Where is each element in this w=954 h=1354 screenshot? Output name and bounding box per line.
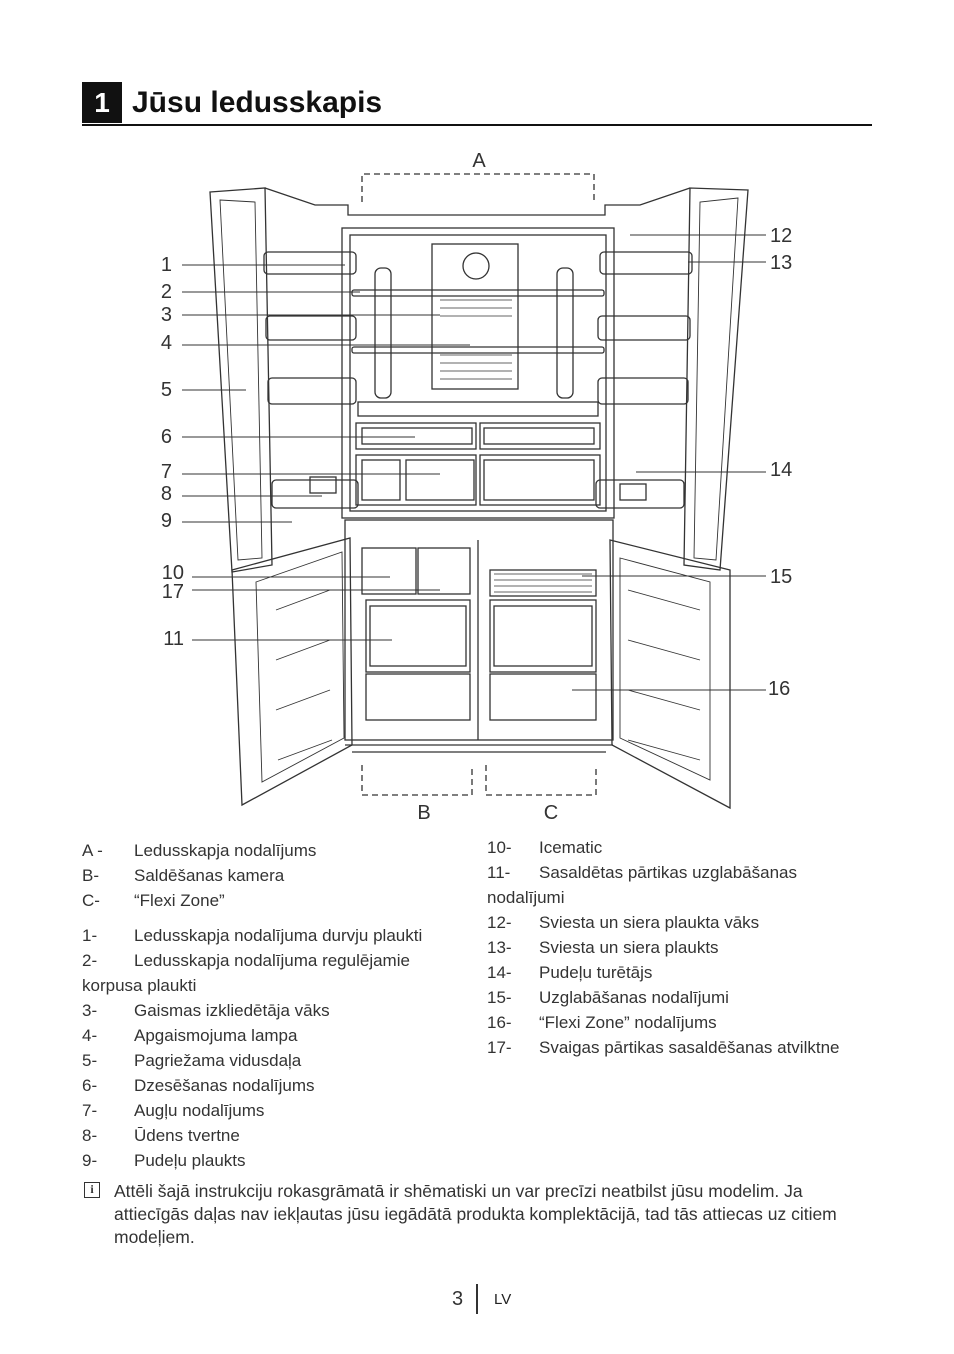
leader-lines-right: [572, 234, 766, 691]
shelf-2: [351, 346, 605, 354]
section-header: 1 Jūsu ledusskapis: [82, 82, 872, 126]
crisper-left: [355, 454, 477, 506]
zone-label-b: B: [417, 802, 430, 824]
flexi-basket: [489, 569, 597, 597]
callout-3: 3: [161, 304, 172, 326]
callout-9: 9: [161, 510, 172, 532]
leader-lines-left: [182, 264, 470, 641]
callout-15: 15: [770, 566, 792, 588]
callout-12: 12: [770, 225, 792, 247]
zone-c-bracket: [485, 765, 597, 796]
legend-row-1: 1-Ledusskapja nodalījuma durvju plaukti: [82, 926, 423, 945]
callout-6: 6: [161, 426, 172, 448]
callout-17: 17: [162, 581, 184, 603]
zone-a-bracket: [361, 173, 595, 202]
info-note: i Attēli šajā instrukciju rokasgrāmatā i…: [84, 1180, 864, 1249]
zone-b-bracket: [361, 765, 473, 796]
legend-row-14: 14-Pudeļu turētājs: [487, 963, 653, 982]
legend-row-12: 12-Sviesta un siera plaukta vāks: [487, 913, 760, 932]
footer-divider: [476, 1284, 478, 1314]
right-fridge-door: [683, 187, 749, 571]
right-freezer-door: [609, 539, 731, 810]
fridge-diagram: A B C 1 2 3 4 5 6 7 8 9 10 17 11 12 13 1…: [0, 140, 954, 830]
legend-row-13: 13-Sviesta un siera plaukts: [487, 938, 719, 957]
door-shelf-1: [263, 251, 357, 275]
fridge-illustration: A B C 1 2 3 4 5 6 7 8 9 10 17 11 12 13 1…: [161, 150, 792, 824]
callout-5: 5: [161, 379, 172, 401]
callout-14: 14: [770, 459, 792, 481]
section-title: Jūsu ledusskapis: [132, 86, 383, 119]
legend-left: A -Ledusskapja nodalījums B-Saldēšanas k…: [82, 838, 462, 1173]
zone-label-a: A: [472, 150, 486, 172]
bottle-shelf: [271, 479, 359, 509]
legend-row-a: A -Ledusskapja nodalījums: [82, 841, 317, 860]
chiller-right: [479, 422, 601, 450]
lamp: [462, 252, 490, 280]
legend-row-17: 17-Svaigas pārtikas sasaldēšanas atvilkt…: [487, 1038, 840, 1057]
flexi-drawer-2: [489, 673, 597, 721]
info-note-text: Attēli šajā instrukciju rokasgrāmatā ir …: [114, 1181, 837, 1247]
callout-10: 10: [162, 562, 184, 584]
shelf-1: [351, 289, 605, 297]
icematic: [361, 547, 417, 595]
callout-11: 11: [163, 628, 184, 650]
callout-16: 16: [768, 678, 790, 700]
legend-row-b: B-Saldēšanas kamera: [82, 866, 285, 885]
legend-row-9: 9-Pudeļu plaukts: [82, 1151, 246, 1170]
crisper-right: [479, 454, 601, 506]
shelf-3: [357, 401, 599, 417]
chiller-left: [355, 422, 477, 450]
flexi-drawer-1: [489, 599, 597, 673]
legend-right: 10-Icematic 11-Sasaldētas pārtikas uzgla…: [487, 835, 867, 1060]
butter-shelf: [599, 251, 693, 275]
legend-row-2-cont: korpusa plaukti: [82, 976, 197, 995]
callout-8: 8: [161, 483, 172, 505]
callout-7: 7: [161, 461, 172, 483]
freezer-drawer-2: [365, 673, 471, 721]
info-icon: i: [84, 1182, 100, 1198]
legend-row-5: 5-Pagriežama vidusdaļa: [82, 1051, 302, 1070]
callout-2: 2: [161, 281, 172, 303]
callout-4: 4: [161, 332, 172, 354]
legend-row-6: 6-Dzesēšanas nodalījums: [82, 1076, 315, 1095]
cabinet-top: [264, 187, 691, 216]
legend-row-8: 8-Ūdens tvertne: [82, 1126, 240, 1145]
left-fridge-door: [209, 187, 273, 573]
zone-label-c: C: [544, 802, 558, 824]
legend-row-c: C-“Flexi Zone”: [82, 891, 225, 910]
freezer-compartment: [344, 519, 614, 741]
legend-row-15: 15-Uzglabāšanas nodalījumi: [487, 988, 729, 1007]
language-code: LV: [494, 1291, 512, 1308]
freezer-drawer-1: [365, 599, 471, 673]
legend-row-11: 11-Sasaldētas pārtikas uzglabāšanas: [487, 863, 797, 882]
legend-row-7: 7-Augļu nodalījums: [82, 1101, 265, 1120]
legend-row-4: 4-Apgaismojuma lampa: [82, 1026, 298, 1045]
legend-row-10: 10-Icematic: [487, 838, 603, 857]
bottle-holder: [595, 479, 685, 509]
callout-1: 1: [161, 254, 172, 276]
legend-row-16: 16-“Flexi Zone” nodalījums: [487, 1013, 717, 1032]
fridge-compartment: [341, 227, 615, 519]
light-cover: [431, 243, 519, 390]
legend-row-3: 3-Gaismas izkliedētāja vāks: [82, 1001, 330, 1020]
fresh-freeze-drawer: [417, 547, 471, 595]
legend-row-2: 2-Ledusskapja nodalījuma regulējamie: [82, 951, 410, 970]
page-number: 3: [452, 1288, 464, 1310]
legend-row-11-cont: nodalījumi: [487, 888, 565, 907]
section-number: 1: [82, 82, 122, 123]
callout-13: 13: [770, 252, 792, 274]
left-freezer-door: [231, 537, 353, 807]
